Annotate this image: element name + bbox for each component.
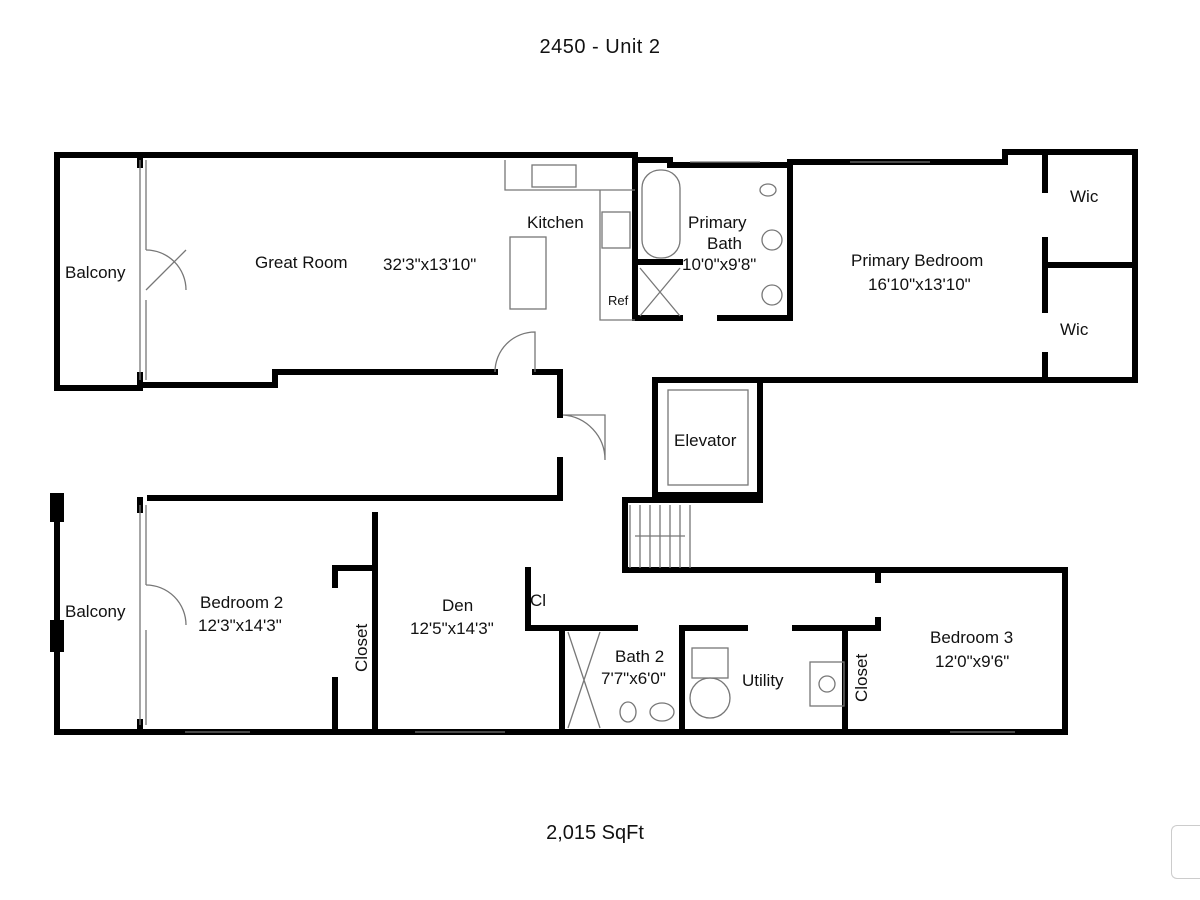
- label-bedroom3: Bedroom 3: [930, 628, 1013, 647]
- label-bedroom2: Bedroom 2: [200, 593, 283, 612]
- fixtures: [139, 160, 1015, 733]
- label-closet-b3: Closet: [852, 654, 871, 702]
- label-den: Den: [442, 596, 473, 615]
- label-primary-bedroom: Primary Bedroom: [851, 251, 983, 270]
- label-kitchen: Kitchen: [527, 213, 584, 232]
- label-primary-bath-1: Primary: [688, 213, 747, 232]
- label-bedroom3-dim: 12'0"x9'6": [935, 652, 1009, 671]
- room-labels: Balcony Great Room 32'3"x13'10" Kitchen …: [65, 187, 1099, 702]
- label-primary-bath-2: Bath: [707, 234, 742, 253]
- label-balcony-bottom: Balcony: [65, 602, 126, 621]
- label-primary-bath-dim: 10'0"x9'8": [682, 255, 756, 274]
- label-great-room: Great Room: [255, 253, 348, 272]
- label-bath2-dim: 7'7"x6'0": [601, 669, 666, 688]
- label-primary-bedroom-dim: 16'10"x13'10": [868, 275, 971, 294]
- label-elevator: Elevator: [674, 431, 737, 450]
- label-wic-2: Wic: [1060, 320, 1089, 339]
- label-utility: Utility: [742, 671, 784, 690]
- square-footage: 2,015 SqFt: [546, 822, 644, 844]
- label-closet-b2: Closet: [352, 624, 371, 672]
- label-den-dim: 12'5"x14'3": [410, 619, 494, 638]
- label-ref: Ref: [608, 293, 629, 308]
- label-cl: Cl: [530, 591, 546, 610]
- label-balcony-top: Balcony: [65, 263, 126, 282]
- label-wic-1: Wic: [1070, 187, 1099, 206]
- walls: [50, 149, 1138, 735]
- scroll-handle[interactable]: [1171, 825, 1200, 879]
- label-great-room-dim: 32'3"x13'10": [383, 255, 476, 274]
- label-bedroom2-dim: 12'3"x14'3": [198, 616, 282, 635]
- label-bath2: Bath 2: [615, 647, 664, 666]
- plan-title: 2450 - Unit 2: [539, 36, 661, 58]
